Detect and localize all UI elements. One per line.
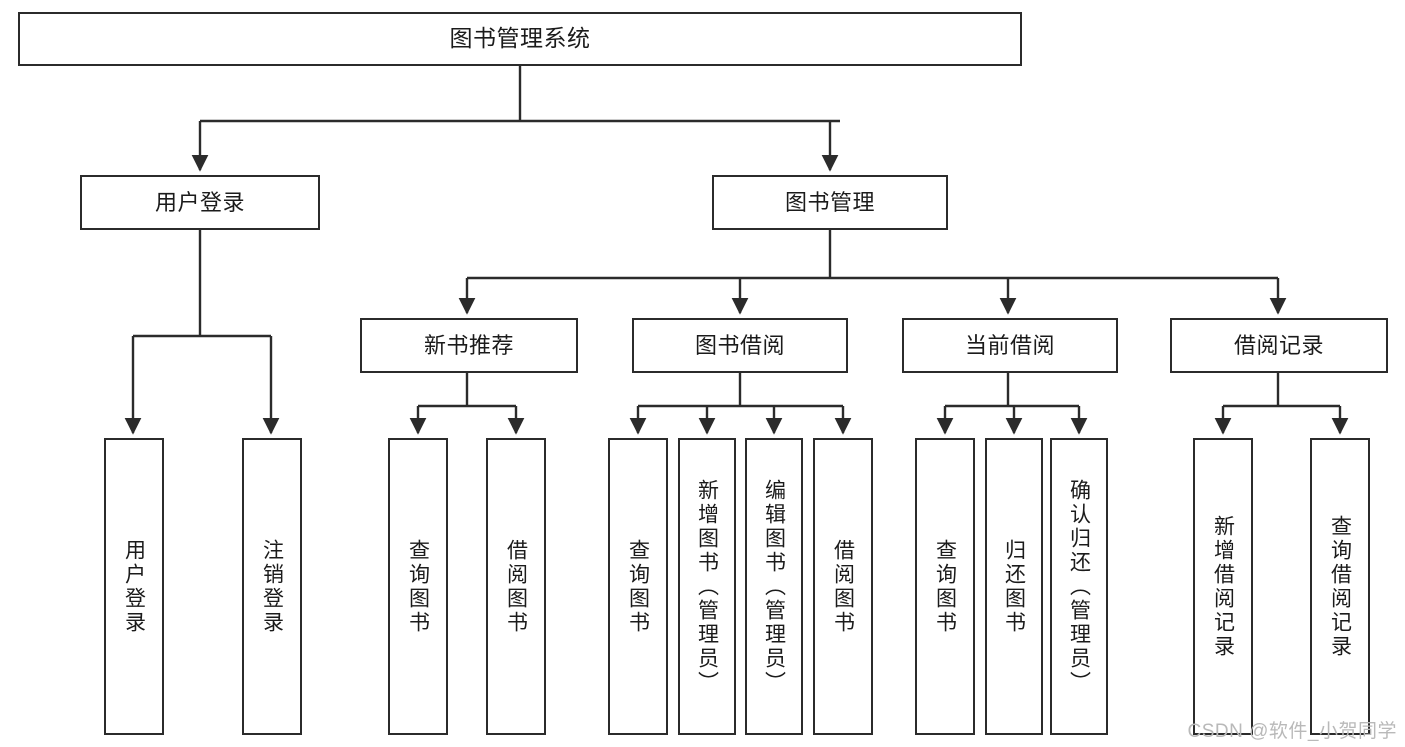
node-leaf-add-book-admin[interactable]: 新增图书（管理员） bbox=[678, 438, 736, 735]
node-leaf-query-book-2-label: 查询图书 bbox=[626, 538, 650, 635]
node-leaf-query-book-3-label: 查询图书 bbox=[933, 538, 957, 635]
node-user-login[interactable]: 用户登录 bbox=[80, 175, 320, 230]
node-book-borrow-label: 图书借阅 bbox=[694, 332, 785, 358]
node-leaf-user-login[interactable]: 用户登录 bbox=[104, 438, 164, 735]
node-book-manage[interactable]: 图书管理 bbox=[712, 175, 948, 230]
node-current-borrow[interactable]: 当前借阅 bbox=[902, 318, 1118, 373]
node-leaf-user-login-label: 用户登录 bbox=[122, 538, 146, 635]
node-new-book-recommend[interactable]: 新书推荐 bbox=[360, 318, 578, 373]
node-leaf-query-book-1[interactable]: 查询图书 bbox=[388, 438, 448, 735]
node-leaf-query-borrow-record[interactable]: 查询借阅记录 bbox=[1310, 438, 1370, 735]
node-leaf-query-borrow-record-label: 查询借阅记录 bbox=[1328, 514, 1352, 659]
node-leaf-user-logout-label: 注销登录 bbox=[260, 538, 284, 635]
node-user-login-label: 用户登录 bbox=[154, 189, 245, 215]
node-leaf-confirm-return-admin[interactable]: 确认归还（管理员） bbox=[1050, 438, 1108, 735]
node-book-manage-label: 图书管理 bbox=[784, 189, 875, 215]
node-root[interactable]: 图书管理系统 bbox=[18, 12, 1022, 66]
node-leaf-borrow-book-2-label: 借阅图书 bbox=[831, 538, 855, 635]
node-leaf-query-book-1-label: 查询图书 bbox=[406, 538, 430, 635]
node-leaf-query-book-2[interactable]: 查询图书 bbox=[608, 438, 668, 735]
node-book-borrow[interactable]: 图书借阅 bbox=[632, 318, 848, 373]
node-leaf-edit-book-admin[interactable]: 编辑图书（管理员） bbox=[745, 438, 803, 735]
node-leaf-borrow-book-2[interactable]: 借阅图书 bbox=[813, 438, 873, 735]
node-leaf-add-borrow-record[interactable]: 新增借阅记录 bbox=[1193, 438, 1253, 735]
node-current-borrow-label: 当前借阅 bbox=[964, 332, 1055, 358]
node-root-label: 图书管理系统 bbox=[449, 25, 591, 52]
node-leaf-borrow-book-1-label: 借阅图书 bbox=[504, 538, 528, 635]
node-leaf-confirm-return-admin-label: 确认归还（管理员） bbox=[1067, 478, 1091, 695]
node-leaf-return-book-label: 归还图书 bbox=[1002, 538, 1026, 635]
node-leaf-borrow-book-1[interactable]: 借阅图书 bbox=[486, 438, 546, 735]
node-leaf-add-borrow-record-label: 新增借阅记录 bbox=[1211, 514, 1235, 659]
node-leaf-return-book[interactable]: 归还图书 bbox=[985, 438, 1043, 735]
node-leaf-query-book-3[interactable]: 查询图书 bbox=[915, 438, 975, 735]
node-borrow-records[interactable]: 借阅记录 bbox=[1170, 318, 1388, 373]
node-leaf-user-logout[interactable]: 注销登录 bbox=[242, 438, 302, 735]
node-leaf-add-book-admin-label: 新增图书（管理员） bbox=[695, 478, 719, 695]
node-borrow-records-label: 借阅记录 bbox=[1233, 332, 1324, 358]
csdn-watermark: CSDN @软件_小贺同学 bbox=[1187, 721, 1397, 742]
node-leaf-edit-book-admin-label: 编辑图书（管理员） bbox=[762, 478, 786, 695]
node-new-book-recommend-label: 新书推荐 bbox=[423, 332, 514, 358]
